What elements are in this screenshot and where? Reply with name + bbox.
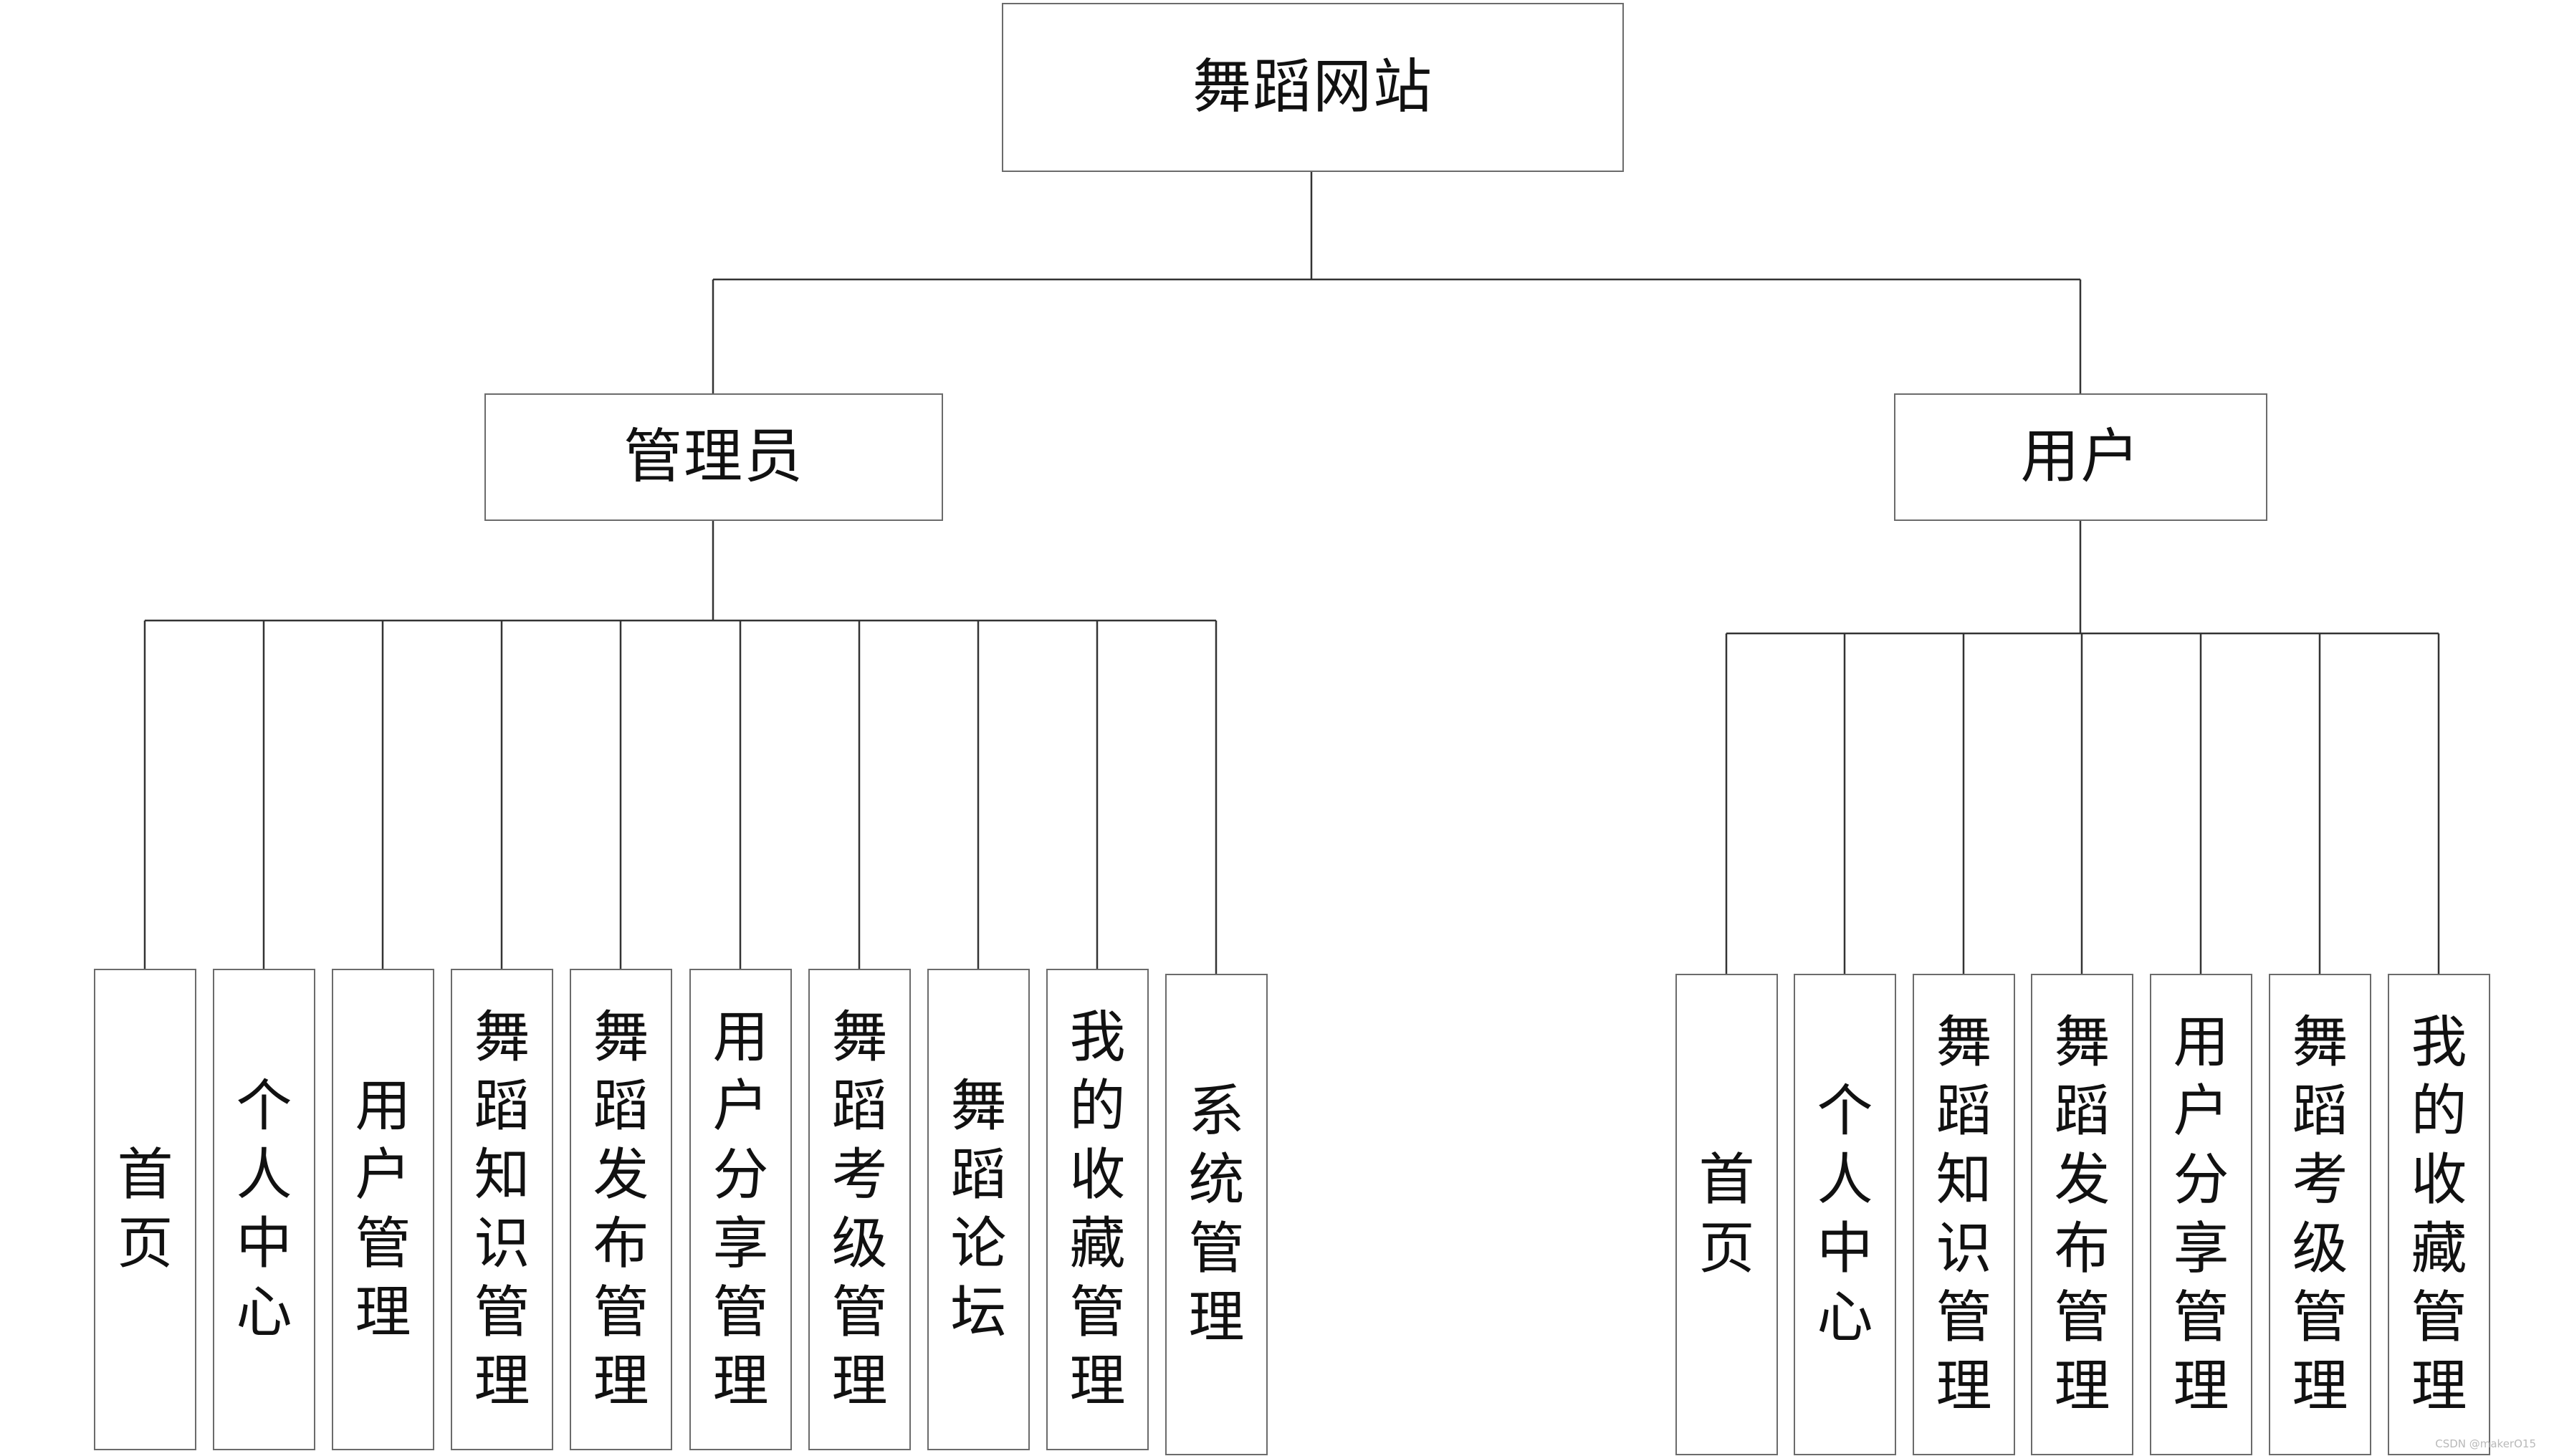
admin-leaf-6: 用户分享管理 xyxy=(689,969,792,1450)
admin-leaf-2-label: 个人中心 xyxy=(236,1074,292,1345)
admin-leaf-8: 舞蹈论坛 xyxy=(927,969,1030,1450)
admin-leaf-1-label: 首页 xyxy=(117,1143,173,1276)
user-leaf-1: 首页 xyxy=(1675,974,1778,1455)
admin-leaf-8-label: 舞蹈论坛 xyxy=(950,1074,1007,1345)
user-leaf-3-label: 舞蹈知识管理 xyxy=(1936,1010,1992,1419)
admin-leaf-2: 个人中心 xyxy=(213,969,315,1450)
user-node-box: 用户 xyxy=(1894,393,2267,521)
user-leaf-7: 我的收藏管理 xyxy=(2388,974,2490,1455)
user-leaf-2-label: 个人中心 xyxy=(1817,1079,1873,1350)
admin-leaf-3-label: 用户管理 xyxy=(355,1074,411,1345)
user-leaf-5-label: 用户分享管理 xyxy=(2173,1010,2229,1419)
root-node-box: 舞蹈网站 xyxy=(1002,3,1624,172)
admin-leaf-5-label: 舞蹈发布管理 xyxy=(593,1005,649,1414)
root-node-label: 舞蹈网站 xyxy=(1192,53,1433,121)
user-leaf-4-label: 舞蹈发布管理 xyxy=(2054,1010,2110,1419)
user-leaf-7-label: 我的收藏管理 xyxy=(2411,1010,2467,1419)
admin-leaf-9-label: 我的收藏管理 xyxy=(1069,1005,1126,1414)
user-node-label: 用户 xyxy=(2020,423,2141,491)
admin-leaf-9: 我的收藏管理 xyxy=(1046,969,1149,1450)
admin-leaf-1: 首页 xyxy=(94,969,196,1450)
admin-leaf-10-label: 系统管理 xyxy=(1188,1079,1245,1350)
user-leaf-6: 舞蹈考级管理 xyxy=(2269,974,2371,1455)
user-leaf-3: 舞蹈知识管理 xyxy=(1913,974,2015,1455)
admin-leaf-3: 用户管理 xyxy=(332,969,434,1450)
admin-leaf-10: 系统管理 xyxy=(1165,974,1268,1455)
admin-node-label: 管理员 xyxy=(623,423,804,491)
admin-leaf-4: 舞蹈知识管理 xyxy=(451,969,553,1450)
admin-leaf-7: 舞蹈考级管理 xyxy=(808,969,911,1450)
admin-leaf-4-label: 舞蹈知识管理 xyxy=(474,1005,530,1414)
admin-leaf-6-label: 用户分享管理 xyxy=(712,1005,769,1414)
user-leaf-4: 舞蹈发布管理 xyxy=(2031,974,2133,1455)
user-leaf-5: 用户分享管理 xyxy=(2150,974,2252,1455)
admin-leaf-7-label: 舞蹈考级管理 xyxy=(831,1005,888,1414)
source-credit: CSDN @makerO15 xyxy=(2435,1437,2536,1450)
user-leaf-2: 个人中心 xyxy=(1794,974,1896,1455)
user-leaf-1-label: 首页 xyxy=(1698,1148,1755,1281)
admin-node-box: 管理员 xyxy=(484,393,943,521)
admin-leaf-5: 舞蹈发布管理 xyxy=(570,969,672,1450)
user-leaf-6-label: 舞蹈考级管理 xyxy=(2292,1010,2348,1419)
